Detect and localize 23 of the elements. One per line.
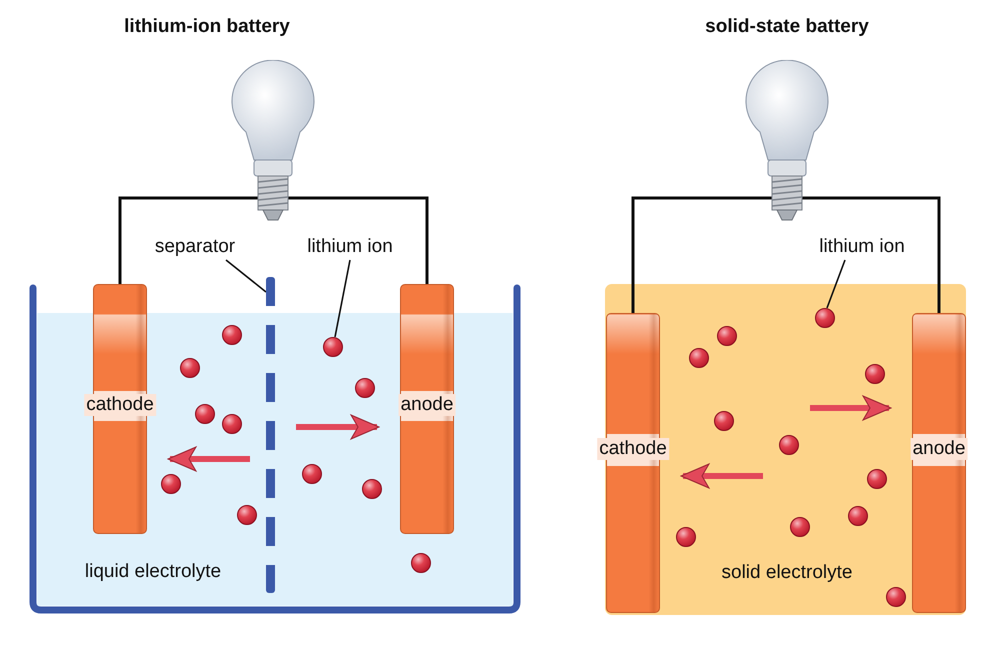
electrode-label: cathode [597,438,669,460]
callout-label: separator [154,236,236,257]
arrow [680,464,763,488]
callout-label: lithium ion [307,236,393,257]
leader-line [826,260,846,308]
electrode-label: anode [910,438,968,460]
wire [830,196,940,313]
leader-line [334,260,351,338]
wire [632,196,744,313]
heading: lithium-ion battery [124,16,290,38]
region-label: solid electrolyte [722,562,852,584]
wire [118,196,230,284]
heading: solid-state battery [705,16,869,38]
wire [316,196,428,284]
region-label: liquid electrolyte [84,561,222,583]
arrow [810,396,892,420]
callout-label: lithium ion [819,236,905,257]
electrode-label: cathode [84,394,156,416]
electrode-label: anode [398,394,456,416]
arrow [296,414,380,440]
leader-line [226,259,266,293]
separator-dashed-bar [266,277,275,593]
arrow [168,446,250,472]
